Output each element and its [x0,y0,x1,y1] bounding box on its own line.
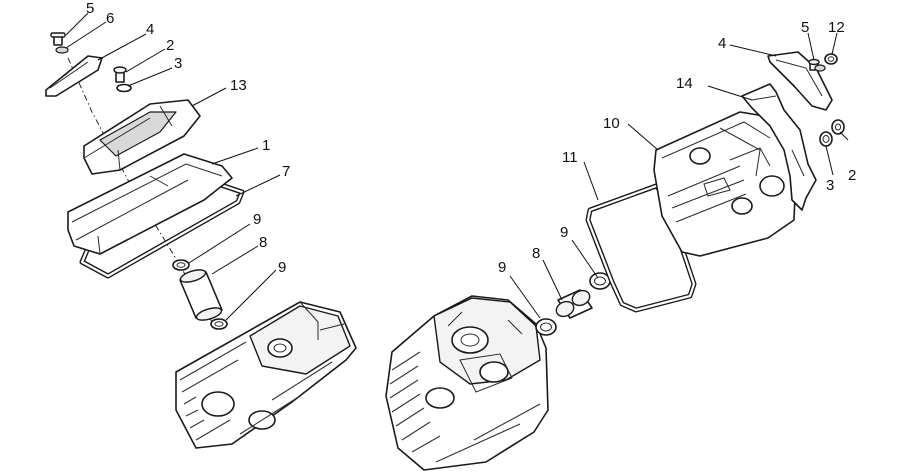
left-callout-1: 1 [262,137,270,154]
left-washer-small [55,46,69,54]
right-cover-plate [767,51,833,111]
left-callout-13: 13 [230,77,247,94]
left-upper-cover [83,99,201,175]
left-callout-9-upper: 9 [253,211,261,228]
left-washer-3 [116,83,132,93]
left-sleeve [179,269,223,321]
left-bolt [113,66,127,83]
left-screw [50,32,66,46]
right-callout-9-lower: 9 [498,259,506,276]
right-washer-lower [535,318,557,336]
right-callout-10: 10 [603,115,620,132]
right-callout-9-upper: 9 [560,224,568,241]
right-cylinder-head [385,295,549,471]
left-callout-6: 6 [106,10,114,27]
right-nut [824,53,838,65]
left-washer-lower [210,318,228,330]
right-callout-4: 4 [718,35,726,52]
left-assembly-axis [67,57,213,323]
right-callout-14: 14 [676,75,693,92]
right-callout-11: 11 [562,149,578,166]
right-valve-cover [653,111,797,257]
left-callout-9-lower: 9 [278,259,286,276]
left-callout-4: 4 [146,21,154,38]
left-assembly: 5 6 4 2 3 13 1 7 9 8 9 [45,0,357,449]
left-head-cover [67,153,233,255]
left-callout-8: 8 [259,234,267,251]
right-callout-12: 12 [828,19,845,36]
left-callout-5: 5 [86,0,94,17]
right-callout-8: 8 [532,245,540,262]
right-assembly: 4 5 12 14 10 2 3 11 9 8 9 [385,19,856,471]
right-callout-3: 3 [826,177,834,194]
left-washer-upper [172,259,190,271]
right-washer-2 [831,119,845,135]
left-cover-plate [45,55,103,97]
left-callout-2: 2 [166,37,174,54]
right-washer-3 [819,131,833,147]
right-sleeve [555,289,593,319]
right-callout-5: 5 [801,19,809,36]
left-cylinder-head [175,301,357,449]
left-callout-3: 3 [174,55,182,72]
right-callout-2: 2 [848,167,856,184]
right-washer-small [814,64,826,72]
left-callout-7: 7 [282,163,290,180]
right-bracket [741,83,817,211]
